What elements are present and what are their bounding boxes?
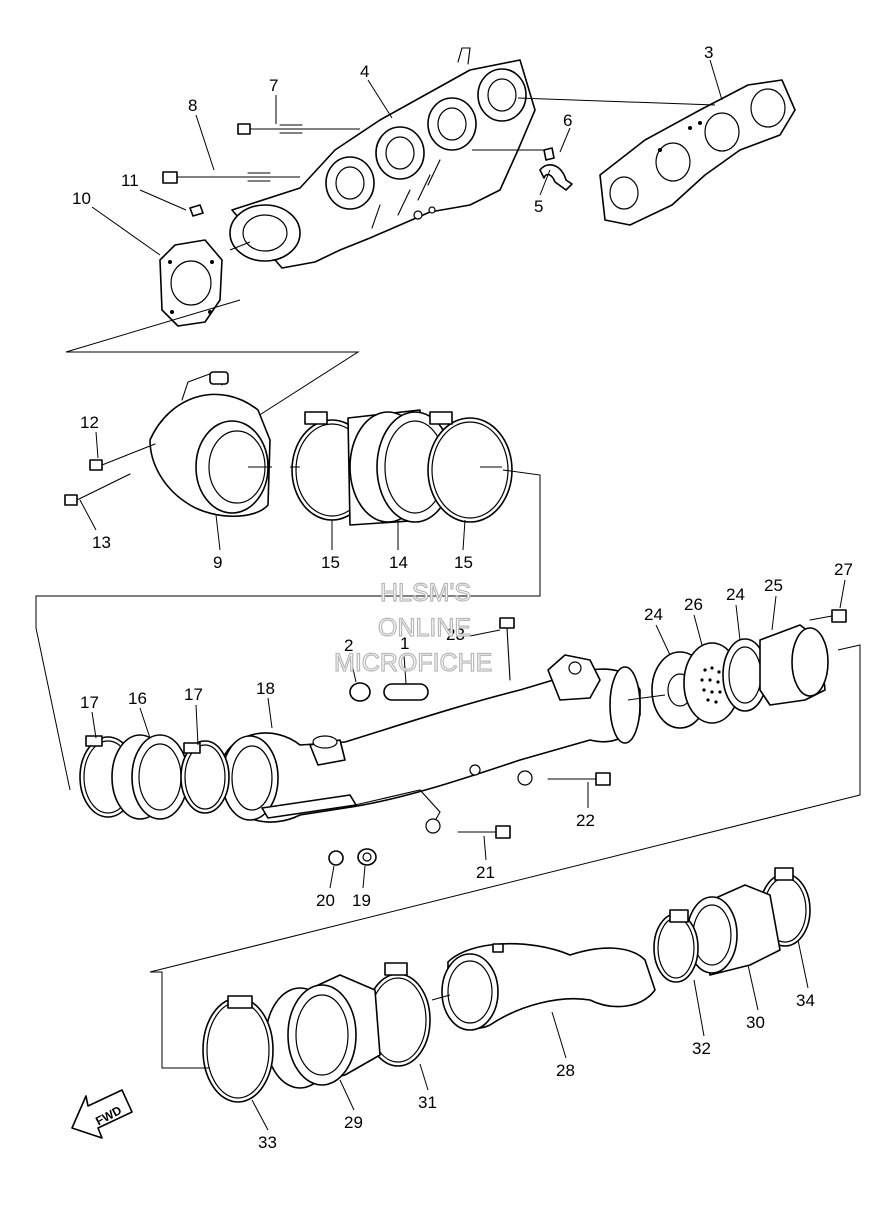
hose-fitting-5 (539, 164, 573, 191)
bolt-12 (89, 443, 156, 471)
callout-10: 10 (72, 189, 91, 208)
rubber-joint-14 (347, 409, 454, 526)
damper-19 (357, 848, 377, 866)
hose-clamp-32 (653, 909, 699, 983)
hose-1 (383, 683, 429, 701)
bolt-8 (162, 171, 271, 184)
flange-gasket (159, 239, 223, 327)
callout-24b: 24 (726, 585, 745, 604)
callout-23: 23 (446, 625, 465, 644)
tail-pipe-28 (441, 942, 656, 1031)
callout-15b: 15 (454, 553, 473, 572)
callout-30: 30 (746, 1013, 765, 1032)
outlet-25 (759, 624, 829, 706)
callout-12: 12 (80, 413, 99, 432)
callout-labels: 1 2 3 4 5 6 7 8 9 10 11 12 13 14 15 15 1… (72, 43, 853, 1152)
callout-18: 18 (256, 679, 275, 698)
dowel-pin-6 (543, 147, 555, 161)
callout-2: 2 (344, 636, 353, 655)
manifold-gasket (599, 79, 796, 226)
watermark: HLSM'S ONLINE MICROFICHE (333, 578, 493, 677)
callout-33: 33 (258, 1133, 277, 1152)
rubber-joint-16 (111, 734, 189, 820)
cap-2 (349, 682, 371, 702)
callout-7: 7 (269, 76, 278, 95)
forward-direction-arrow: FWD (71, 1089, 133, 1139)
callout-9: 9 (213, 553, 222, 572)
callout-17a: 17 (80, 693, 99, 712)
hose-clamp-33 (202, 995, 274, 1103)
callout-19: 19 (352, 891, 371, 910)
hose-clamp-31 (365, 962, 431, 1067)
bolt-27 (809, 609, 847, 623)
exhaust-elbow-9 (149, 371, 271, 518)
callout-4: 4 (360, 62, 369, 81)
callout-29: 29 (344, 1113, 363, 1132)
callout-22: 22 (576, 811, 595, 830)
watermark-line-1: HLSM'S (380, 579, 471, 607)
callout-24a: 24 (644, 605, 663, 624)
watermark-line-2: ONLINE (378, 614, 471, 642)
dowel-pin-11 (189, 204, 204, 217)
rubber-joint-30 (686, 884, 781, 976)
callout-20: 20 (316, 891, 335, 910)
callout-34: 34 (796, 991, 815, 1010)
exhaust-pipe-18 (221, 654, 641, 834)
callout-13: 13 (92, 533, 111, 552)
bolt-23 (499, 617, 515, 681)
callout-17b: 17 (184, 685, 203, 704)
gasket-24b (722, 638, 768, 712)
callout-31: 31 (418, 1093, 437, 1112)
rubber-joint-29 (265, 974, 381, 1089)
callout-25: 25 (764, 576, 783, 595)
callout-11: 11 (121, 171, 139, 190)
bolt-22 (547, 772, 611, 786)
exhaust-manifold (229, 47, 536, 269)
callout-6: 6 (563, 111, 572, 130)
callout-27: 27 (834, 560, 853, 579)
callout-16: 16 (128, 689, 147, 708)
callout-14: 14 (389, 553, 408, 572)
bolt-21 (457, 825, 511, 839)
callout-15a: 15 (321, 553, 340, 572)
callout-26: 26 (684, 595, 703, 614)
callout-21: 21 (476, 863, 495, 882)
hose-clamp-17b (180, 740, 230, 814)
bolt-7 (237, 123, 303, 135)
hose-clamp-15b (427, 411, 513, 523)
callout-5: 5 (534, 197, 543, 216)
collar-20 (328, 850, 344, 866)
callout-32: 32 (692, 1039, 711, 1058)
callout-1: 1 (400, 634, 409, 653)
bolt-13 (64, 473, 131, 506)
watermark-line-3: MICROFICHE (334, 649, 492, 677)
callout-8: 8 (188, 96, 197, 115)
callout-3: 3 (704, 43, 713, 62)
callout-leaders (79, 59, 846, 1131)
callout-28: 28 (556, 1061, 575, 1080)
